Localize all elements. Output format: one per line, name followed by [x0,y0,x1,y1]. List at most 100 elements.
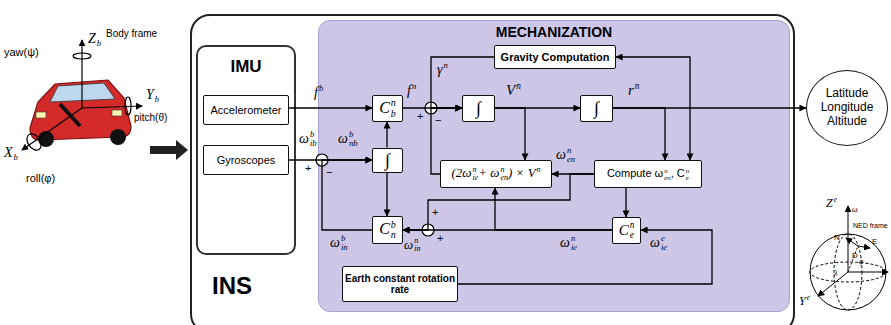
math-group: ω [852,205,858,214]
superscript: n [391,98,396,108]
symbol-text: γ [437,62,443,77]
math-group: − [326,166,332,178]
symbol-text: N [834,233,840,242]
superscript: n [686,167,689,174]
node-text: ∫ [385,150,390,171]
position-vector [848,246,858,272]
label: E [872,238,877,247]
subscript: ie [571,243,577,252]
label: NED frame [853,222,888,230]
subscript: ie [661,243,667,252]
superscript: n [500,166,508,174]
matrix-box: Cnb [372,95,403,122]
math-group: rn [628,81,640,98]
output-ellipse: Latitude Longitude Altitude [806,70,888,146]
symbol-text: ω [556,147,566,162]
symbol-text: φ [859,257,863,266]
math-group: NED frame [853,222,888,229]
superscript: e [807,294,810,302]
symbol-text: ω [852,205,858,214]
script-stack: ne [686,167,689,181]
text-wrap: Gyroscopes [217,154,276,167]
node-text: ∫ [594,98,599,119]
symbol-text: + [437,232,443,244]
script-stack: e [807,294,810,309]
spacer [14,144,18,153]
symbol-text: + [432,206,438,218]
symbol-text: C [379,99,390,116]
script-stack: n [537,166,541,183]
text-wrap: ∫ [385,150,390,171]
symbol-text: C [619,222,629,238]
subscript: e [630,231,635,241]
subscript: nb [349,139,358,148]
superscript: n [537,166,541,174]
symbol-text: ) × V [508,165,536,180]
summing-junctions [316,102,437,236]
script-stack: nb [391,98,396,119]
node-text: Gyroscopes [217,154,276,167]
symbol-text: ω [299,131,309,146]
math-group: N [834,233,840,242]
math-group: λ [834,269,837,278]
superscript: n [472,166,478,174]
region-heading: IMU [198,57,294,77]
process-box: (2ωnie+ ωnen) × Vn [440,160,552,188]
math-group: ωbin [330,234,348,250]
spacer [319,93,323,102]
math-group: φ [859,257,863,266]
node-text: Gravity Computation [501,51,610,64]
math-group: Cnb [379,99,396,116]
body-axes [22,40,142,153]
subscript: ie [472,174,478,182]
east-axis [858,246,870,248]
symbol-text: roll(φ) [26,172,55,184]
text-wrap: Compute ωnen, Cne [607,167,689,181]
symbol-text: , C [671,167,685,179]
math-group: Ye [799,294,810,308]
label: Zb [88,30,101,48]
math-group: E [872,237,877,246]
label: − [326,166,332,178]
symbol-text: pitch(θ) [134,112,167,123]
symbol-text: λ [834,269,837,278]
symbol-text: ω [560,235,570,250]
node-text: ∫ [476,98,481,119]
signal-connector [386,122,387,148]
symbol-text: ω [338,131,348,146]
xe-axis [848,272,888,273]
sensor-box: Accelerometer [203,95,289,125]
superscript: n [567,146,575,155]
spacer [807,302,810,309]
text-wrap: Earth constant rotation rate [343,273,457,296]
script-stack: nin [414,237,420,254]
symbol-text: C [379,220,390,237]
signal-connector [431,57,494,108]
label: ωbnb [338,130,358,148]
spacer [516,92,521,101]
subscript: in [414,245,420,253]
signal-connector [495,188,612,230]
math-group: ωbib [299,130,317,146]
subscript: ib [310,139,317,148]
matrix-box: Cne [612,217,641,244]
symbol-text: yaw(ψ) [4,46,39,58]
label: ω [852,206,858,215]
script-stack: bib [310,130,317,148]
superscript: b [349,130,358,139]
signal-connector [403,174,594,230]
math-group: pitch(θ) [134,112,167,123]
script-stack: b [319,84,323,102]
math-group: + ωnen [478,165,508,180]
math-group: Compute ωnen [607,167,671,179]
symbol-text: Body frame [106,28,157,39]
spacer [412,91,416,100]
symbol-text: f [407,83,411,98]
process-box: Earth constant rotation rate [342,266,458,302]
label: ωbib [299,130,317,148]
symbol-text: E [872,237,877,246]
roll-rotation [24,131,44,153]
math-group: yaw(ψ) [4,46,39,58]
signal-connector [386,173,387,217]
symbol-text: D [852,251,858,260]
